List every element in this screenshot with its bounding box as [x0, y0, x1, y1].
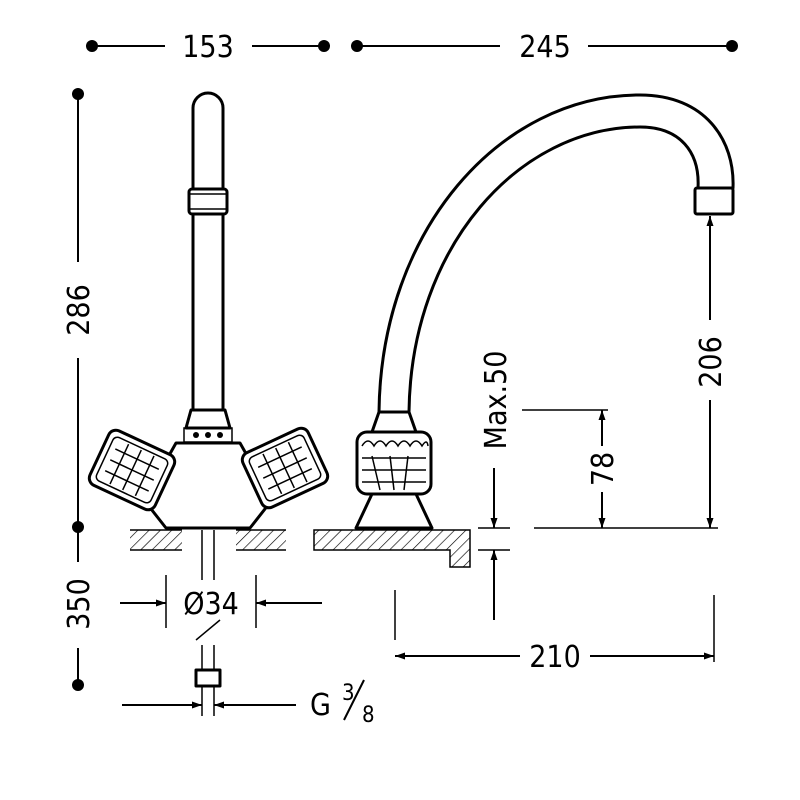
spout [377, 93, 735, 414]
deck-section-left-a [130, 530, 182, 550]
dim-diameter-label: Ø34 [183, 587, 239, 622]
dim-spout-projection: 210 [394, 590, 715, 675]
dim-side-width: 153 [86, 30, 330, 65]
side-valve-body [354, 492, 434, 530]
dim-thread-prefix: G [310, 688, 331, 723]
left-handle [87, 428, 177, 512]
dim-spout-height: 206 [694, 216, 729, 528]
deck-section-right [313, 529, 471, 568]
faucet-front-view [87, 91, 330, 716]
dim-total-height: 286 [62, 88, 97, 533]
dim-below-deck: 350 [62, 527, 97, 691]
dim-thread-denominator: 8 [362, 703, 375, 728]
faucet-side-view [313, 93, 735, 568]
dim-handle-height-label: 78 [586, 452, 621, 486]
dim-spout-height-label: 206 [694, 336, 729, 388]
dim-spout-reach: 245 [351, 30, 738, 65]
dim-handle-height: 78 [522, 409, 718, 529]
connection-nut [194, 668, 222, 688]
dim-thread-numerator: 3 [342, 681, 355, 706]
deck-section-left-b [236, 530, 286, 550]
dim-max-deck-label: Max.50 [479, 351, 514, 450]
dim-spout-reach-label: 245 [519, 30, 571, 65]
dim-total-height-label: 286 [62, 284, 97, 336]
right-handle [240, 426, 330, 510]
dim-below-deck-label: 350 [62, 578, 97, 630]
dim-thread: G 3 8 [122, 679, 375, 728]
dim-side-width-label: 153 [182, 30, 234, 65]
riser-pipe [191, 91, 225, 412]
dim-diameter: Ø34 [120, 575, 322, 628]
riser-collar [187, 187, 229, 216]
dim-spout-projection-label: 210 [529, 640, 581, 675]
dim-max-deck: Max.50 [478, 351, 514, 620]
aerator [693, 186, 735, 216]
